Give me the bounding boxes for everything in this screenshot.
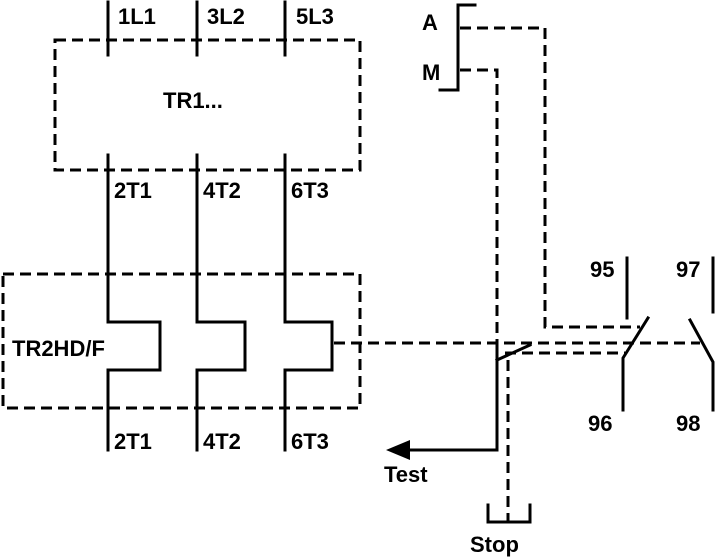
heater-element-1	[106, 320, 162, 452]
terminal-3L2: 3L2	[207, 4, 245, 29]
selector-manual-label: M	[422, 60, 440, 85]
test-arrowhead	[386, 440, 410, 460]
heater-element-3	[283, 320, 334, 452]
terminal-6T3-contactor: 6T3	[291, 178, 329, 203]
test-label[interactable]: Test	[384, 462, 428, 487]
heater-element-2	[195, 320, 247, 452]
terminal-4T2-contactor: 4T2	[203, 178, 241, 203]
stop-label[interactable]: Stop	[470, 532, 519, 557]
relay-label: TR2HD/F	[12, 336, 105, 361]
terminal-1L1: 1L1	[118, 4, 156, 29]
contact-97-label: 97	[676, 257, 700, 282]
relay-box	[1, 272, 362, 410]
terminal-5L3: 5L3	[296, 4, 334, 29]
contact-96-label: 96	[588, 411, 612, 436]
terminal-2T1-contactor: 2T1	[114, 178, 152, 203]
trip-lever	[495, 343, 532, 362]
contact-nc-blade	[621, 315, 651, 412]
auto-link	[460, 26, 640, 329]
contact-no-blade	[687, 317, 715, 412]
selector-bracket	[438, 3, 477, 92]
stop-button[interactable]	[486, 503, 532, 524]
contactor-label: TR1...	[163, 88, 223, 113]
test-line	[398, 358, 499, 452]
contactor-box	[53, 38, 362, 172]
terminal-6T3-relay: 6T3	[291, 429, 329, 454]
terminal-4T2-relay: 4T2	[203, 429, 241, 454]
terminal-2T1-relay: 2T1	[114, 429, 152, 454]
contact-98-label: 98	[676, 411, 700, 436]
selector-auto-label: A	[422, 10, 438, 35]
contact-95-label: 95	[590, 257, 614, 282]
manual-link	[460, 68, 499, 347]
